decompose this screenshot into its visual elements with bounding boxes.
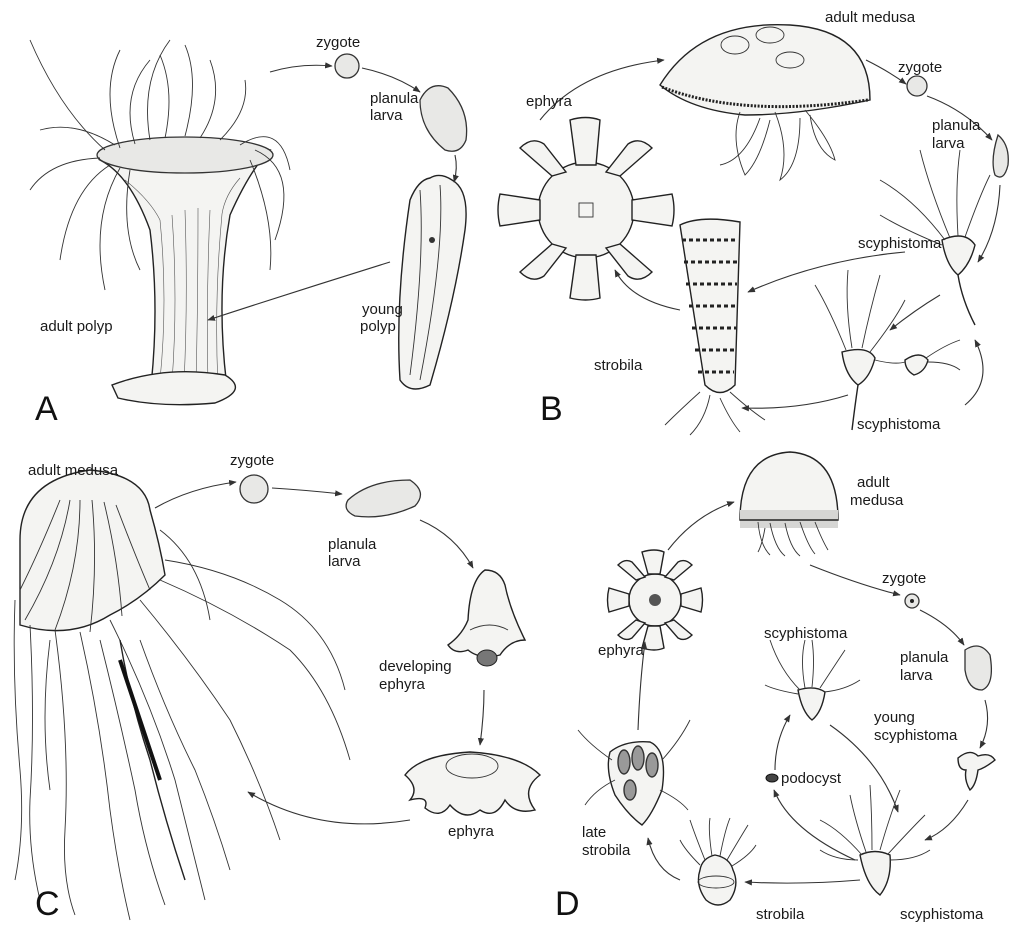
arrow-d-bottom-to-podocyst [774,790,855,860]
label-b-planula-2: larva [932,135,965,152]
label-b-scyphistoma-2: scyphistoma [857,416,941,433]
arrow-b-scyphistoma-to-strobila [748,252,905,292]
label-d-planula-2: larva [900,667,933,684]
scyphistoma-b-bottom-drawing [815,270,960,430]
planula-larva-drawing [420,86,467,152]
label-a-young-2: polyp [360,318,396,335]
label-b-scyphistoma-1: scyphistoma [858,235,942,252]
zygote-cell-b [907,76,927,96]
label-c-developing-2: ephyra [379,676,426,693]
label-d-young-1: young [874,709,915,726]
arrow-c-developing-to-ephyra [480,690,484,745]
arrow-b-bottom-to-top [965,340,983,405]
label-c-adult-medusa: adult medusa [28,462,119,479]
label-d-young-2: scyphistoma [874,727,958,744]
label-a-adult-polyp: adult polyp [40,318,113,335]
label-d-ephyra: ephyra [598,642,645,659]
panel-letter-c: C [35,885,60,923]
arrow-b-planula-to-scyphistoma [978,185,1000,262]
arrow-b-scyphistoma-to-strobila-2 [742,395,848,408]
label-d-planula-1: planula [900,649,949,666]
label-d-adult-1: adult [857,474,890,491]
panel-letter-b: B [540,390,563,428]
late-strobila-drawing [578,720,690,825]
adult-medusa-d-drawing [740,452,838,556]
adult-polyp-drawing [30,40,290,405]
label-b-adult-medusa: adult medusa [825,9,916,26]
podocyst-drawing [766,774,778,782]
arrow-d-planula-to-young [980,700,988,748]
arrow-b-ephyra-to-medusa [540,60,664,120]
label-b-planula-1: planula [932,117,981,134]
label-a-planula-1: planula [370,90,419,107]
scyphistoma-d-top-drawing [765,640,860,720]
planula-larva-c-drawing [346,480,420,517]
panel-letter-a: A [35,390,58,428]
scyphistoma-d-bottom-drawing [820,785,930,895]
arrow-d-scyphistoma-to-strobila [745,880,860,883]
panel-b: adult medusa zygote planula larva ephyra… [498,9,1008,435]
label-c-planula-1: planula [328,536,377,553]
label-b-ephyra: ephyra [526,93,573,110]
arrow-d-zygote-to-planula [920,610,964,645]
label-a-planula-2: larva [370,107,403,124]
adult-medusa-b-drawing [660,25,870,180]
young-scyphistoma-drawing [958,752,995,790]
planula-larva-d-drawing [965,646,991,690]
strobila-d-drawing [680,818,756,905]
young-polyp-drawing [399,175,466,389]
zygote-cell [335,54,359,78]
arrow-a-polyp-to-zygote [270,65,332,72]
developing-ephyra-drawing [448,570,525,666]
arrow-c-zygote-to-planula [272,488,342,494]
label-b-strobila: strobila [594,357,643,374]
zygote-cell-c [240,475,268,503]
label-d-podocyst: podocyst [781,770,842,787]
panel-d: adult medusa zygote ephyra scyphistoma p… [555,452,995,923]
planula-larva-b-drawing [993,135,1008,177]
label-d-late-2: strobila [582,842,631,859]
panel-letter-d: D [555,885,580,923]
panel-a: zygote planula larva young polyp adult p… [30,34,467,428]
label-b-zygote: zygote [898,59,942,76]
label-d-scyphistoma-bottom: scyphistoma [900,906,984,923]
strobila-b-drawing [665,219,765,435]
label-d-zygote: zygote [882,570,926,587]
arrow-d-podocyst-to-top [775,715,790,770]
label-c-zygote: zygote [230,452,274,469]
label-c-ephyra: ephyra [448,823,495,840]
ephyra-b-drawing [498,118,674,301]
label-d-late-1: late [582,824,606,841]
ephyra-c-drawing [405,752,540,815]
label-c-developing-1: developing [379,658,452,675]
label-d-strobila: strobila [756,906,805,923]
arrow-a-zygote-to-planula [362,68,420,92]
arrow-c-planula-to-developing [420,520,473,568]
label-a-young-1: young [362,301,403,318]
panel-c: adult medusa zygote planula larva develo… [14,452,540,923]
arrow-d-ephyra-to-medusa [668,502,734,550]
label-a-zygote: zygote [316,34,360,51]
label-d-scyphistoma-top: scyphistoma [764,625,848,642]
label-d-adult-2: medusa [850,492,904,509]
arrow-d-strobila-to-late [648,838,680,880]
ephyra-d-drawing [608,550,703,650]
adult-medusa-c-drawing [14,470,350,920]
arrow-a-planula-to-young [454,155,456,182]
arrow-d-young-to-scyphistoma [925,800,968,840]
arrow-c-medusa-to-zygote [155,482,236,508]
label-c-planula-2: larva [328,553,361,570]
